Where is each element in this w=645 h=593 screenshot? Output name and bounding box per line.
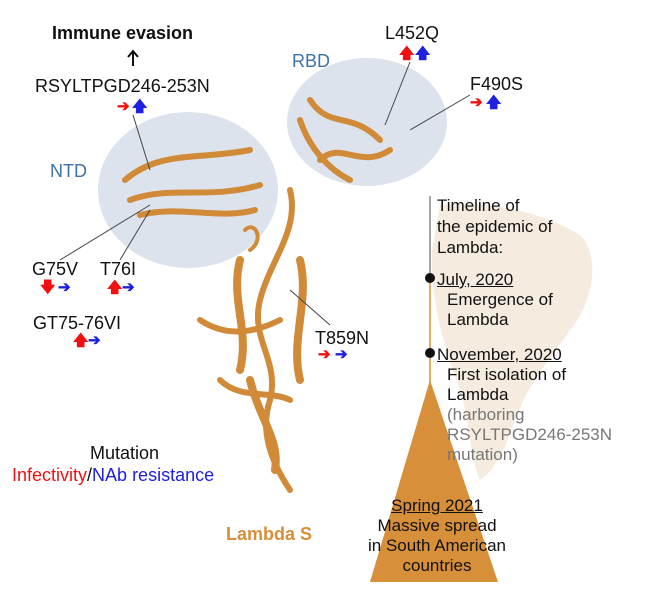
protein-label: Lambda S — [226, 524, 313, 544]
infectivity-arrow-icon: ➔ — [318, 346, 331, 363]
immune-evasion-title: Immune evasion — [52, 23, 194, 43]
infectivity-arrow-icon: 🡅 — [107, 279, 123, 296]
ntd-label: NTD — [50, 161, 87, 181]
event-spring-date: Spring 2021 — [391, 496, 483, 515]
event-july-date: July, 2020 — [437, 270, 514, 289]
event-november-date: November, 2020 — [437, 345, 562, 364]
mutation-l452q: L452Q — [385, 23, 440, 43]
nab-arrow-icon: ➔ — [88, 332, 101, 349]
mutation-f490s: F490S — [470, 74, 524, 94]
event-july-line-2: Lambda — [447, 310, 509, 329]
timeline-dot-july — [425, 273, 435, 283]
timeline-header-3: Lambda: — [437, 238, 504, 257]
nab-arrow-icon: ➔ — [335, 346, 348, 363]
south-america-map — [431, 203, 593, 480]
legend-slash: / — [87, 465, 93, 485]
event-november-note-2: RSYLTPGD246-253N — [447, 425, 613, 444]
event-november-note-1: (harboring — [447, 405, 525, 424]
legend: Infectivity/NAb resistance — [12, 465, 214, 485]
legend-infectivity: Infectivity — [12, 465, 88, 485]
event-spring-line-2: in South American — [368, 536, 506, 555]
event-spring-line-3: countries — [402, 556, 472, 575]
rbd-label: RBD — [292, 51, 331, 71]
mutation-t859n: T859N — [315, 328, 370, 348]
mutation-g75v: G75V — [32, 259, 79, 279]
event-november-line-1: First isolation of — [447, 365, 567, 384]
nab-arrow-icon: 🡅 — [486, 94, 502, 111]
nab-arrow-icon: 🡅 — [132, 98, 148, 115]
timeline-dot-november — [425, 348, 435, 358]
infectivity-arrow-icon: 🡅 — [73, 332, 89, 349]
spread-cone — [370, 380, 498, 582]
event-november-line-2: Lambda — [447, 385, 509, 404]
timeline-header-2: the epidemic of — [437, 217, 553, 236]
timeline-header-1: Timeline of — [437, 196, 520, 215]
leader-lines — [59, 61, 471, 326]
event-july-line-1: Emergence of — [447, 290, 553, 309]
legend-title: Mutation — [90, 443, 160, 463]
nab-arrow-icon: ➔ — [122, 279, 135, 296]
nab-arrow-icon: ➔ — [58, 279, 71, 296]
mutation-t76i: T76I — [100, 259, 137, 279]
infectivity-arrow-icon: ➔ — [117, 98, 130, 115]
legend-nab-resistance: NAb resistance — [92, 465, 215, 485]
event-spring-line-1: Massive spread — [377, 516, 497, 535]
infectivity-arrow-icon: ➔ — [470, 94, 483, 111]
infectivity-arrow-icon: 🡅 — [399, 45, 415, 62]
nab-arrow-icon: 🡅 — [415, 45, 431, 62]
event-november-note-3: mutation) — [447, 445, 518, 464]
immune-evasion-arrow-icon — [127, 49, 139, 66]
spike-protein-structure — [122, 97, 393, 493]
infectivity-arrow-icon: 🡇 — [40, 279, 56, 296]
mutation-gt75-76vi: GT75-76VI — [33, 313, 122, 333]
mutation-rsyltpgd: RSYLTPGD246-253N — [35, 76, 210, 96]
